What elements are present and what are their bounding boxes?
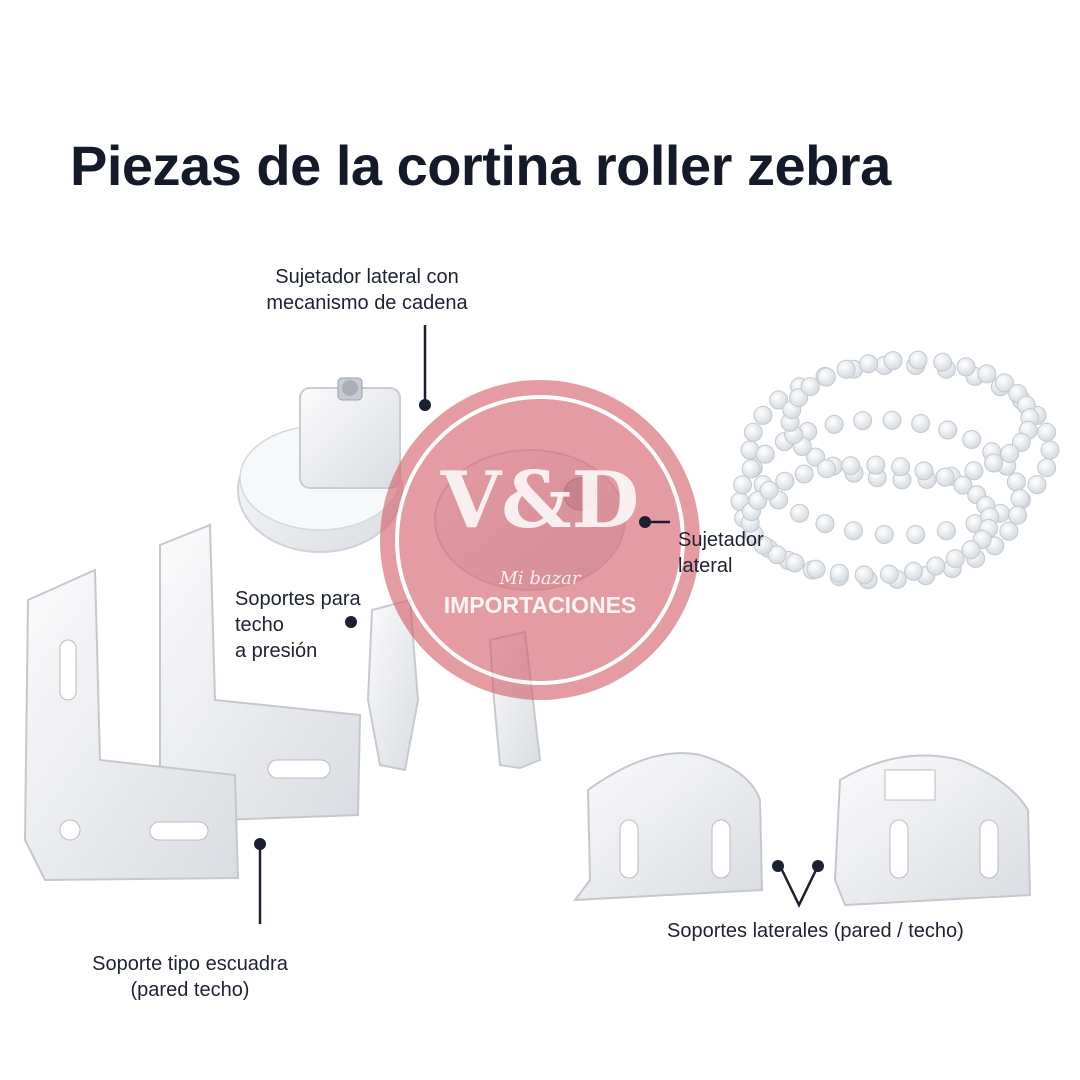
chain-bead: [759, 480, 779, 500]
chain-bead: [815, 514, 835, 534]
chain-bead: [816, 367, 836, 387]
chain-bead: [789, 388, 809, 408]
chain-bead: [854, 565, 874, 585]
chain-bead: [935, 467, 955, 487]
chain-bead: [936, 521, 956, 541]
chain-bead: [1010, 489, 1030, 508]
chain-bead: [775, 471, 795, 491]
leader-lines: [254, 325, 824, 924]
chain-bead: [911, 414, 931, 433]
chain-bead: [806, 447, 826, 467]
chain-bead: [859, 354, 879, 374]
chain-bead: [755, 444, 775, 464]
chain-bead: [882, 410, 902, 430]
chain-mechanism-part: [237, 377, 403, 553]
watermark-logo-text: V&D: [440, 455, 640, 546]
chain-bead: [753, 405, 773, 425]
chain-bead: [1011, 432, 1031, 452]
chain-bead: [904, 561, 923, 581]
chain-bead: [824, 414, 844, 434]
label-side-supports: Soportes laterales (pared / techo): [667, 920, 964, 942]
label-side-holder: Sujetador lateral: [678, 529, 764, 577]
chain-bead: [785, 553, 805, 573]
chain-bead: [961, 540, 981, 560]
chain-bead: [953, 475, 973, 495]
chain-bead: [733, 475, 752, 495]
chain-bead: [829, 563, 849, 583]
chain-bead: [836, 359, 856, 379]
chain-bead: [891, 457, 911, 477]
side-supports: [572, 752, 1032, 907]
watermark-logo: [380, 380, 700, 700]
chain-bead: [769, 390, 789, 410]
chain-bead: [841, 456, 861, 476]
chain-bead: [844, 521, 864, 541]
chain-bead: [938, 420, 958, 440]
chain-bead: [945, 549, 965, 569]
ball-chain-part: [730, 350, 1060, 590]
chain-bead: [874, 525, 894, 544]
chain-bead: [800, 377, 820, 397]
watermark-tagline: Mi bazar: [499, 568, 581, 589]
chain-bead: [883, 351, 903, 371]
chain-bead: [1006, 472, 1026, 492]
chain-bead: [767, 545, 787, 565]
chain-bead: [999, 521, 1019, 541]
chain-bead: [1000, 443, 1020, 463]
chain-bead: [1027, 475, 1047, 495]
chain-bead: [1008, 505, 1027, 525]
chain-bead: [879, 564, 899, 584]
chain-bead: [956, 357, 976, 377]
chain-bead: [1037, 458, 1057, 478]
angle-brackets: [23, 523, 362, 882]
label-press-supports: Soportes para techo a presión: [235, 588, 361, 662]
chain-bead: [1040, 440, 1060, 460]
chain-bead: [908, 350, 928, 370]
label-chain-mechanism: Sujetador lateral con mecanismo de caden…: [266, 266, 468, 314]
watermark-company: IMPORTACIONES: [443, 592, 637, 618]
chain-bead: [806, 559, 826, 579]
chain-bead: [984, 453, 1004, 473]
chain-bead: [790, 503, 810, 523]
page-title: Piezas de la cortina roller zebra: [70, 134, 891, 197]
chain-bead: [906, 525, 926, 544]
chain-bead: [914, 461, 934, 481]
chain-bead: [977, 364, 997, 384]
label-square-support: Soporte tipo escuadra (pared techo): [92, 953, 288, 1001]
chain-bead: [853, 411, 873, 431]
chain-bead: [743, 422, 763, 442]
chain-bead: [794, 464, 814, 484]
chain-bead: [1037, 422, 1057, 442]
chain-bead: [741, 459, 761, 479]
chain-bead: [817, 459, 836, 479]
chain-bead: [962, 430, 982, 449]
chain-bead: [994, 373, 1014, 393]
chain-bead: [933, 352, 953, 372]
chain-bead: [964, 461, 984, 481]
chain-bead: [926, 556, 946, 576]
chain-bead: [866, 455, 886, 475]
